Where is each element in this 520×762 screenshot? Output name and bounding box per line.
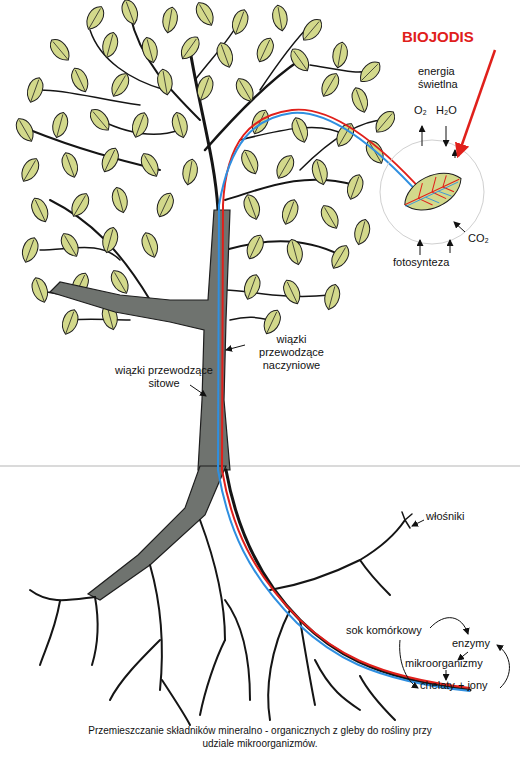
chelates-label: chelaty + jony: [420, 679, 515, 692]
figure-caption: Przemieszczanie składników mineralno - o…: [75, 724, 445, 750]
xylem-label: wiązki przewodzące naczyniowe: [244, 333, 339, 372]
energy-label: energia świetlna: [418, 65, 478, 91]
phloem-line: [218, 113, 470, 691]
photosynthesis-label: fotosynteza: [393, 256, 473, 269]
xylem-line: [222, 110, 470, 688]
ground-line: [0, 466, 520, 467]
big-leaf: [398, 164, 468, 219]
gas-arrows: [420, 126, 465, 255]
photosynthesis-circle: [380, 140, 484, 244]
roots: [30, 470, 470, 725]
water-label: H₂O: [436, 104, 466, 117]
product-label: BIOJODIS: [402, 28, 512, 46]
leader-lines: [190, 345, 424, 526]
microorganisms-label: mikroorganizmy: [405, 657, 505, 670]
oxygen-label: O₂: [414, 104, 438, 117]
phloem-label: wiązki przewodzące sitowe: [108, 364, 220, 390]
carbon-dioxide-label: CO₂: [468, 232, 498, 245]
enzymes-label: enzymy: [452, 637, 512, 650]
branches: [30, 15, 385, 320]
product-arrow: [458, 50, 495, 156]
trunk: [50, 210, 230, 470]
root-hairs-label: włośniki: [426, 510, 486, 523]
cell-sap-label: sok komórkowy: [346, 624, 436, 637]
